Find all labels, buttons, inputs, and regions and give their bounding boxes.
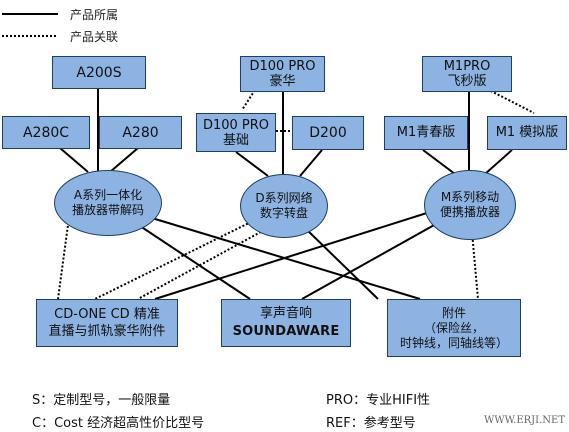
note-c: C：Cost 经济超高性价比型号 [32, 416, 205, 431]
link-mseries-center [301, 223, 437, 300]
link-d100basic-dseries [235, 151, 269, 177]
node-m-series: M系列移动 便携播放器 [424, 170, 516, 240]
node-d-series: D系列网络 数字转盘 [240, 174, 328, 238]
link-m1youth-mseries [422, 149, 456, 175]
center-title: 享声音响 [259, 306, 312, 321]
node-m1-youth: M1青春版 [384, 116, 468, 150]
node-a-series: A系列一体化 播放器带解码 [54, 170, 162, 236]
node-d100pro-luxury: D100 PRO 豪华 [240, 56, 325, 92]
link-a280c-aseries [59, 147, 89, 173]
rel-aseries-cdone [57, 209, 71, 300]
rel-dseries-cdone-left [94, 219, 256, 300]
node-m1pro: M1PRO 飞秒版 [422, 56, 512, 92]
note-ref: REF：参考型号 [326, 416, 416, 431]
rel-d100lux-d100basic [241, 89, 256, 111]
link-mseries-cdone [154, 211, 431, 300]
node-a200s: A200S [52, 56, 146, 89]
rel-m1pro-m1analog [486, 88, 535, 114]
link-a280-aseries [109, 147, 139, 173]
legend-dotted-label: 产品关联 [70, 30, 119, 44]
legend-solid-label: 产品所属 [70, 8, 119, 22]
node-a280: A280 [99, 116, 182, 149]
note-s: S：定制型号，一般限量 [32, 393, 171, 408]
node-cdone: CD-ONE CD 精准 直播与抓轨豪华附件 [36, 299, 178, 347]
watermark: WWW.ERJI.NET [484, 415, 565, 426]
rel-dseries-cdone-right [137, 227, 269, 300]
rel-mseries-accessories [471, 231, 479, 300]
node-d100pro-basic: D100 PRO 基础 [196, 113, 276, 152]
link-m1analog-mseries [484, 149, 513, 175]
node-a280c: A280C [2, 116, 90, 149]
link-aseries-center [127, 217, 251, 300]
node-d200: D200 [292, 116, 364, 150]
note-pro: PRO：专业HIFI性 [326, 393, 431, 408]
node-accessories: 附件 （保险丝， 时钟线，同轴线等） [387, 299, 521, 357]
center-brand-logo: SOUNDAWARE [232, 324, 340, 339]
node-center-soundaware: 享声音响 SOUNDAWARE [221, 299, 351, 347]
link-aseries-accessories [131, 211, 421, 300]
node-m1-analog: M1 模拟版 [487, 116, 567, 150]
link-dseries-accessories [304, 227, 379, 300]
link-d200-dseries [299, 149, 323, 177]
